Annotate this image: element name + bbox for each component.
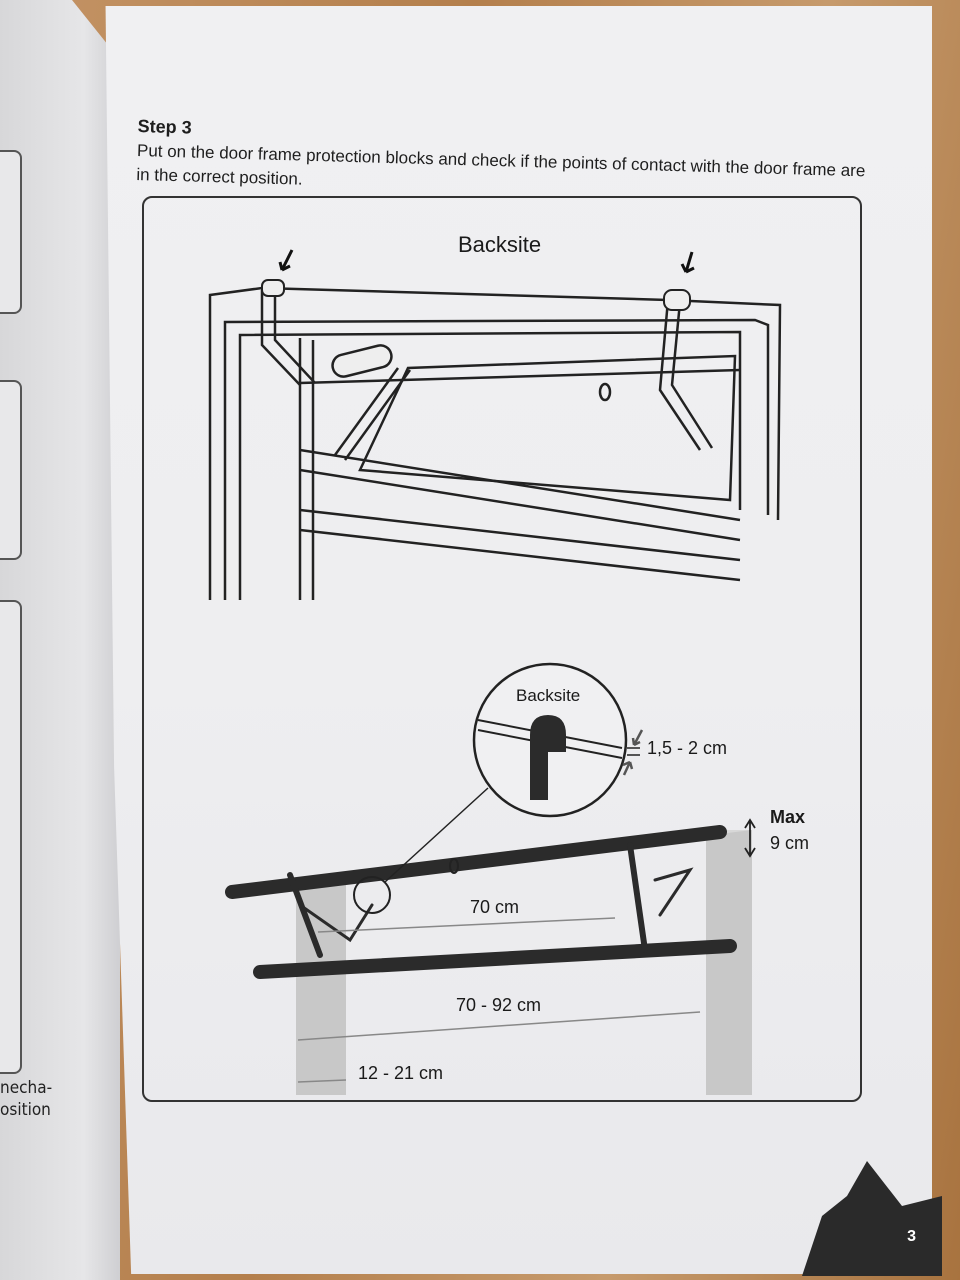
door-frame-diagram	[208, 286, 782, 600]
left-page-text: osition	[0, 1100, 51, 1120]
door-post-right	[706, 830, 752, 1095]
page-number: 3	[907, 1228, 916, 1245]
left-page-box	[0, 600, 22, 1074]
max-value: 9 cm	[770, 833, 810, 853]
backsite-label-zoom: Backsite	[516, 686, 581, 705]
gap-label: 1,5 - 2 cm	[647, 738, 728, 758]
protection-block-right	[663, 289, 691, 311]
width-range-label: 70 - 92 cm	[456, 995, 542, 1015]
max-label: Max	[770, 807, 806, 827]
zoom-target-circle	[353, 876, 391, 914]
left-page: necha- osition	[0, 0, 120, 1280]
pull-up-bar	[225, 825, 737, 979]
brand-corner-mountain-icon	[802, 1161, 942, 1276]
grip-handle	[331, 344, 393, 378]
illustration-frame	[142, 196, 862, 1102]
left-page-box	[0, 150, 22, 314]
depth-range-label: 12 - 21 cm	[358, 1063, 444, 1083]
left-page-text: necha-	[0, 1078, 53, 1098]
backsite-label-top: Backsite	[458, 232, 542, 257]
arrow-down-icon	[680, 251, 695, 274]
vertical-arrow-icon	[744, 818, 756, 858]
arrow-down-icon	[278, 249, 294, 272]
hook-closeup	[530, 715, 566, 800]
width-inner-label: 70 cm	[470, 897, 520, 917]
left-page-box	[0, 380, 22, 560]
manual-page	[105, 6, 932, 1274]
protection-block-left	[261, 279, 285, 297]
